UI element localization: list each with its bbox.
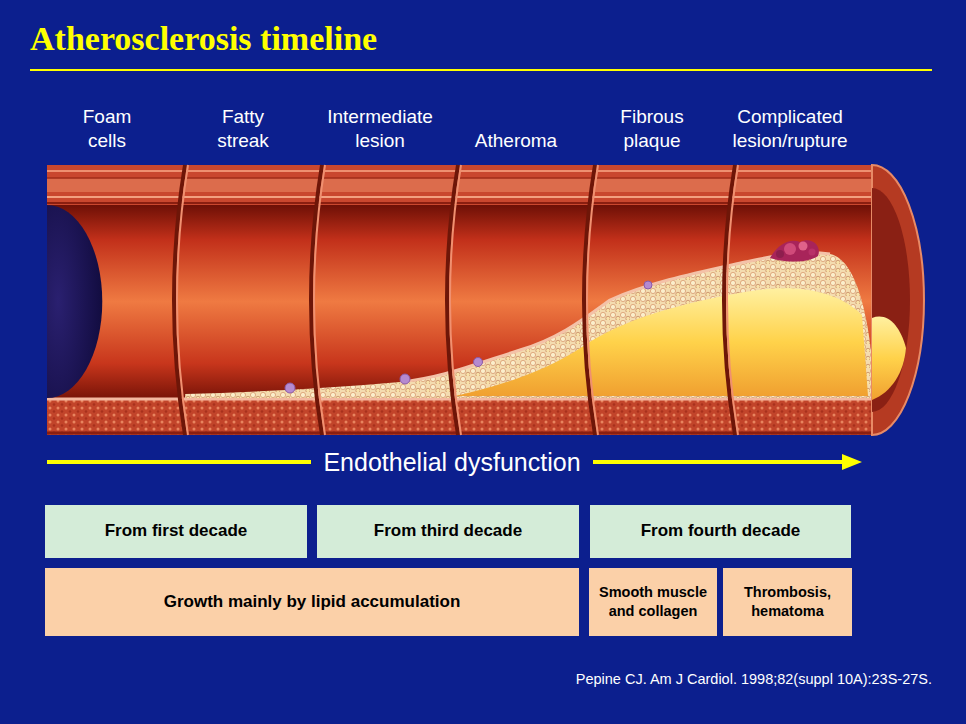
growth-box: Growth mainly by lipid accumulation [45, 568, 579, 636]
period-box: From third decade [317, 505, 579, 558]
segment-rim [177, 165, 188, 435]
thrombus-cell [784, 243, 796, 255]
box-text: From third decade [374, 520, 522, 542]
vessel-end-lumen [872, 188, 910, 412]
growth-box: Smooth muscle and collagen [589, 568, 717, 636]
foam-cell [474, 358, 483, 367]
wall-stripe [47, 202, 872, 204]
foam-cell [644, 281, 652, 289]
segment-rim [450, 165, 461, 435]
arrow-head [842, 454, 862, 470]
period-box: From first decade [45, 505, 307, 558]
fibrous-cap [400, 253, 830, 382]
vessel-end [872, 165, 924, 435]
thrombus-cell [809, 249, 816, 256]
foam-cell [400, 374, 410, 384]
thrombus-cell [776, 250, 784, 258]
stage-label: Complicated lesion/rupture [719, 105, 861, 153]
vessel-end-plaque [872, 317, 906, 400]
vessel-opening [47, 205, 102, 398]
citation: Pepine CJ. Am J Cardiol. 1998;82(suppl 1… [576, 671, 932, 688]
wall-stripe [47, 196, 872, 198]
title-rule [30, 69, 932, 71]
rupture-thrombus [770, 240, 819, 261]
stage-label: Atheroma [456, 129, 576, 153]
box-text: From first decade [105, 520, 248, 542]
thrombus-cell [799, 242, 808, 251]
stage-label: Foam cells [67, 105, 147, 153]
stage-label: Intermediate lesion [318, 105, 442, 153]
segment-rim [587, 165, 598, 435]
slide-title: Atherosclerosis timeline [30, 20, 377, 57]
stage-label: Fatty streak [197, 105, 289, 153]
period-box: From fourth decade [590, 505, 851, 558]
segment-rim [727, 165, 738, 435]
plaque [185, 253, 872, 398]
box-text: From fourth decade [641, 520, 801, 542]
growth-box: Thrombosis, hematoma [723, 568, 852, 636]
lumen [47, 205, 872, 398]
box-text: Thrombosis, hematoma [729, 583, 846, 621]
box-text: Smooth muscle and collagen [595, 583, 711, 621]
foam-cell [285, 383, 295, 393]
box-text: Growth mainly by lipid accumulation [164, 591, 461, 613]
lipid-core [455, 288, 868, 396]
segment-rim [314, 165, 325, 435]
arrow-label: Endothelial dysfunction [311, 447, 592, 477]
stage-label: Fibrous plaque [602, 105, 702, 153]
